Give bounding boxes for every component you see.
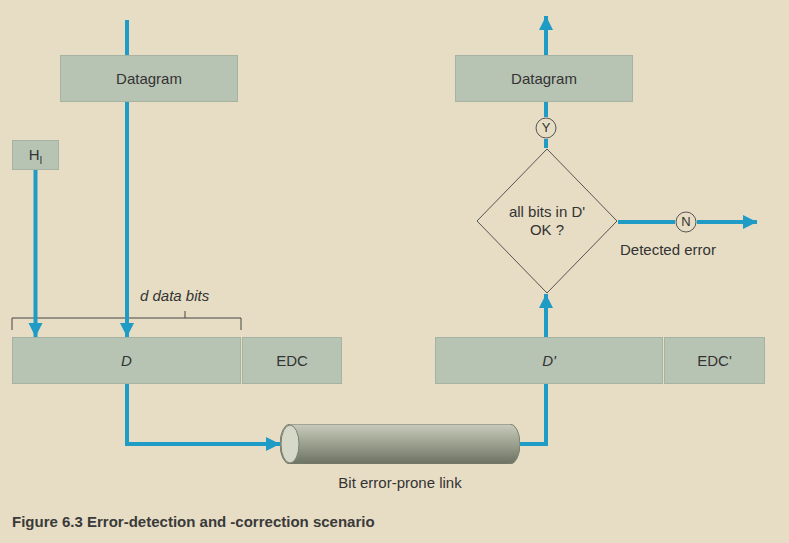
connector	[618, 220, 675, 224]
received-data-field: D'	[435, 337, 663, 384]
received-edc-field: EDC'	[664, 337, 765, 384]
text-group: EDC'	[697, 352, 732, 370]
box-label: H	[29, 146, 40, 163]
connector	[520, 384, 546, 444]
box-label: D	[121, 352, 132, 369]
box-label: EDC	[276, 352, 308, 369]
datagram-box: Datagram	[60, 55, 238, 102]
subscript-text: I	[40, 155, 43, 166]
error-label: Detected error	[620, 241, 716, 259]
text-group: EDC	[276, 352, 308, 370]
yes-circle: Y	[535, 117, 557, 139]
connector	[127, 384, 280, 444]
decision-text: all bits in D' OK ?	[508, 203, 586, 239]
box-label: D'	[542, 352, 556, 369]
cylinder-shape	[280, 424, 520, 464]
connector	[544, 294, 548, 337]
branch-letter: N	[681, 214, 690, 230]
text-group: Datagram	[116, 70, 182, 88]
link-label: Bit error-prone link	[280, 474, 520, 492]
text-group: HI	[29, 146, 43, 164]
datagram-box: Datagram	[455, 55, 633, 102]
connector	[544, 102, 548, 117]
box-label: Datagram	[116, 70, 182, 87]
decision-diamond: all bits in D' OK ?	[476, 148, 618, 294]
data-field: D	[12, 337, 241, 384]
text-group: Datagram	[511, 70, 577, 88]
connector	[544, 139, 548, 148]
edc-field: EDC	[242, 337, 342, 384]
link-cylinder: Bit error-prone link	[280, 424, 520, 492]
connector	[34, 170, 38, 337]
width-label: d data bits	[140, 287, 209, 305]
no-circle: N	[675, 211, 697, 233]
error-arrow	[697, 220, 757, 224]
text-group: D'	[542, 352, 556, 370]
header-box: HI	[12, 140, 59, 170]
input-line	[125, 20, 129, 56]
text-group: D	[121, 352, 132, 370]
box-label: EDC'	[697, 352, 732, 369]
branch-letter: Y	[542, 120, 551, 136]
figure-caption: Figure 6.3 Error-detection and -correcti…	[12, 513, 375, 531]
output-arrow	[544, 16, 548, 56]
box-label: Datagram	[511, 70, 577, 87]
connector	[125, 102, 129, 337]
